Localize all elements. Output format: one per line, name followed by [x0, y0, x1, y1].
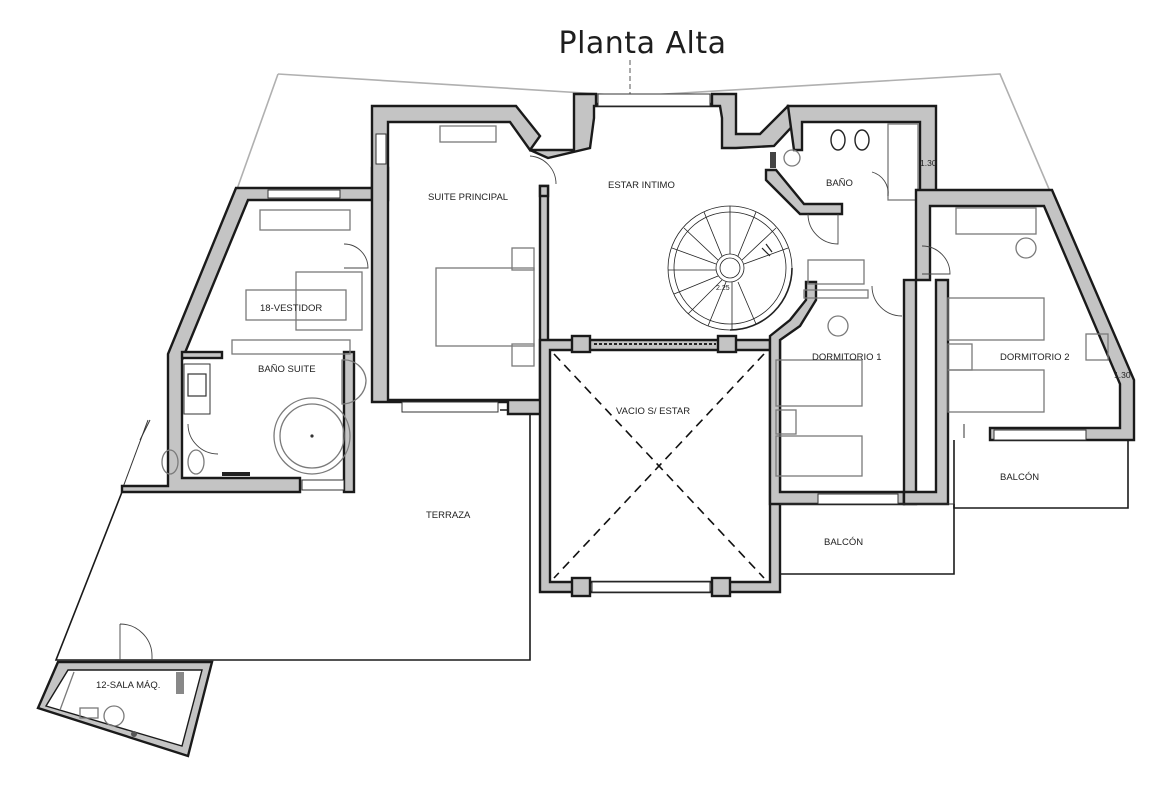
spiral-staircase	[667, 205, 793, 331]
label-balcon-2: BALCÓN	[1000, 472, 1039, 483]
balconies	[779, 440, 1129, 575]
dim-stair: 2.25	[716, 285, 730, 292]
vacio-estar-area	[538, 334, 782, 598]
label-suite-principal: SUITE PRINCIPAL	[428, 192, 508, 203]
label-sala-maq: 12-SALA MÁQ.	[96, 680, 160, 691]
label-bano: BAÑO	[826, 178, 853, 189]
site-outline	[235, 73, 1053, 197]
dormitorio-1-room	[768, 259, 918, 506]
left-wing	[120, 166, 390, 494]
label-dormitorio-1: DORMITORIO 1	[812, 352, 882, 363]
label-vacio-estar: VACIO S/ ESTAR	[616, 406, 690, 417]
suite-principal-room	[370, 104, 557, 416]
dormitorio-2-room	[902, 188, 1136, 506]
label-dormitorio-2: DORMITORIO 2	[1000, 352, 1070, 363]
dim-dorm2-width: 1.30	[1114, 370, 1131, 380]
label-balcon-1: BALCÓN	[824, 537, 863, 548]
label-bano-suite: BAÑO SUITE	[258, 364, 316, 375]
dim-bano-width: 1.30	[920, 158, 937, 168]
label-vestidor: 18-VESTIDOR	[260, 303, 322, 314]
bano-room	[764, 104, 938, 245]
label-estar-intimo: ESTAR INTIMO	[608, 180, 675, 191]
terraza-area	[54, 409, 531, 661]
plan-title: Planta Alta	[558, 26, 727, 61]
sala-maq-room	[36, 623, 214, 758]
label-terraza: TERRAZA	[426, 510, 471, 521]
